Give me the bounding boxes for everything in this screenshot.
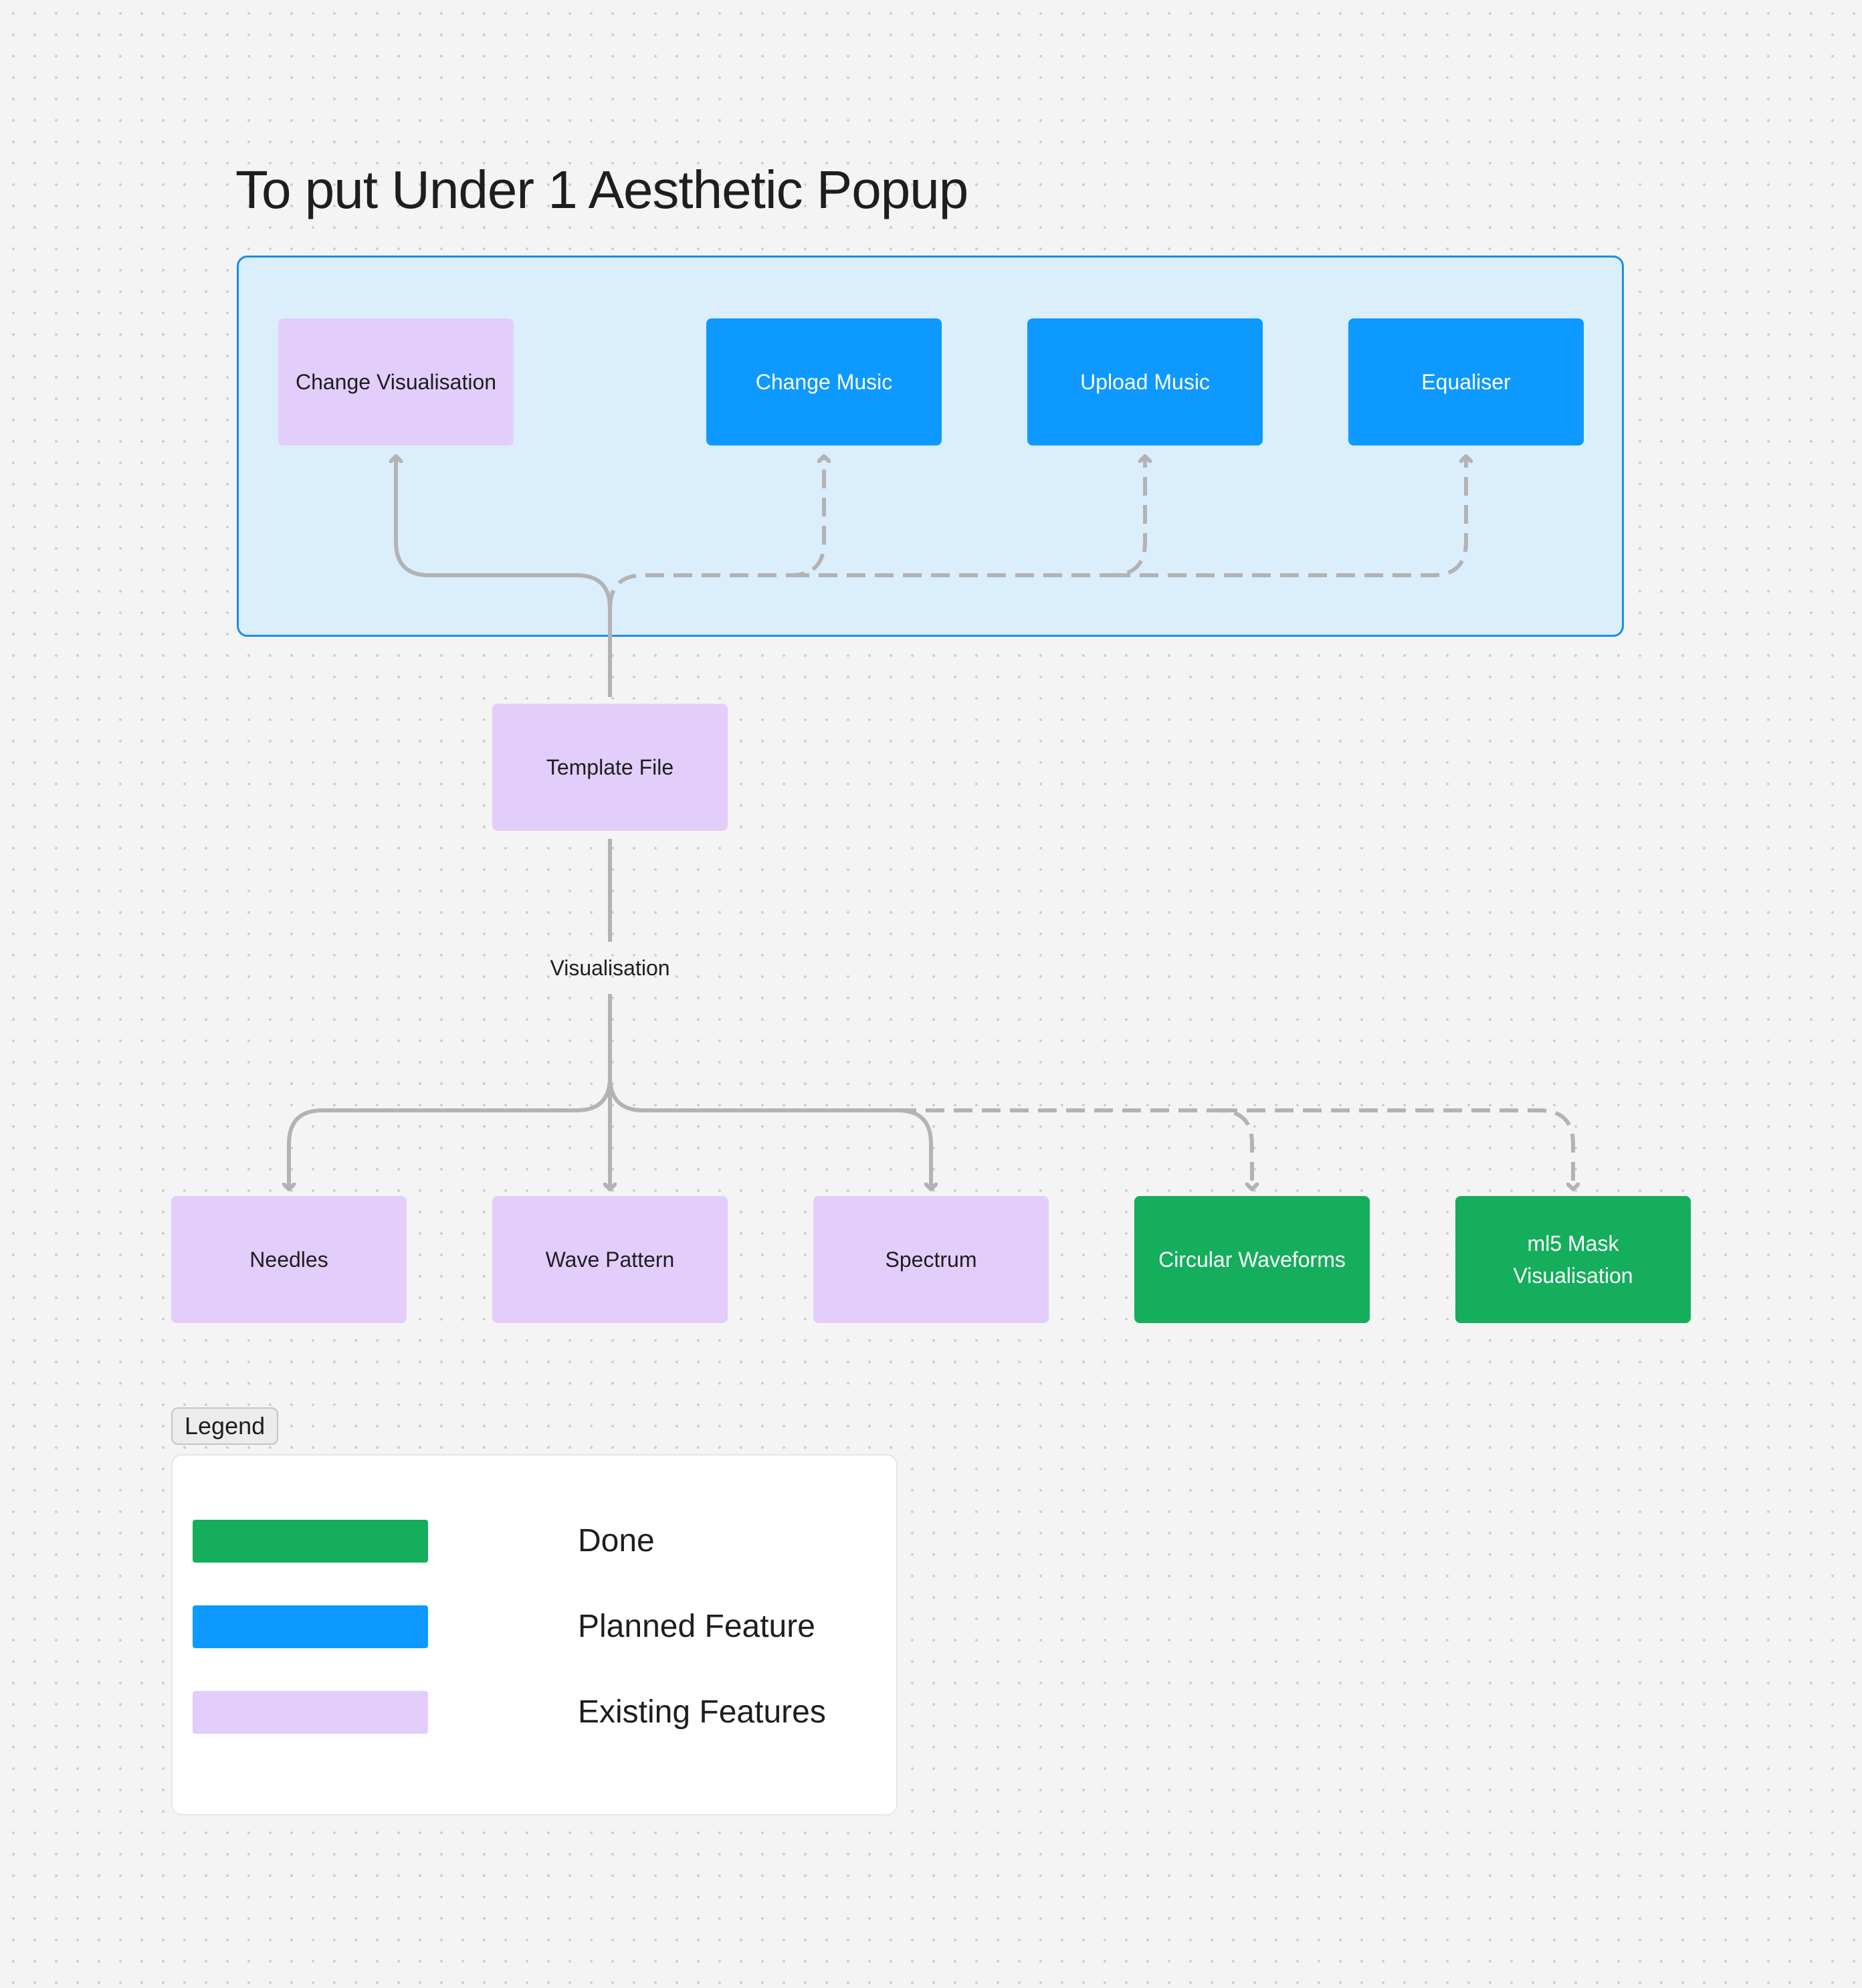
node-template-file[interactable]: Template File xyxy=(492,704,728,831)
node-change-visualisation[interactable]: Change Visualisation xyxy=(278,318,514,445)
connector-to-circular-waveforms xyxy=(898,1108,1252,1189)
node-needles[interactable]: Needles xyxy=(171,1196,407,1323)
legend-swatch-existing xyxy=(193,1691,428,1734)
node-wave-pattern[interactable]: Wave Pattern xyxy=(492,1196,728,1323)
node-equaliser[interactable]: Equaliser xyxy=(1348,318,1584,445)
legend-swatch-planned xyxy=(193,1605,428,1648)
node-change-music[interactable]: Change Music xyxy=(706,318,942,445)
connector-to-needles xyxy=(289,1076,612,1189)
node-upload-music[interactable]: Upload Music xyxy=(1027,318,1263,445)
legend-tag[interactable]: Legend xyxy=(171,1407,279,1445)
edge-label-visualisation: Visualisation xyxy=(550,956,670,980)
legend-label-done: Done xyxy=(578,1523,655,1559)
legend-label-existing: Existing Features xyxy=(578,1694,826,1730)
legend-swatch-done xyxy=(193,1520,428,1563)
node-circular-waveforms[interactable]: Circular Waveforms xyxy=(1134,1196,1370,1323)
connector-to-spectrum xyxy=(608,1076,931,1189)
node-ml5-mask-visualisation[interactable]: ml5 Mask Visualisation xyxy=(1455,1196,1691,1323)
node-spectrum[interactable]: Spectrum xyxy=(813,1196,1049,1323)
connector-to-ml5-mask xyxy=(1219,1108,1573,1189)
page-title: To put Under 1 Aesthetic Popup xyxy=(235,160,968,219)
aesthetic-popup-section[interactable] xyxy=(237,256,1624,637)
legend-label-planned: Planned Feature xyxy=(578,1609,815,1644)
